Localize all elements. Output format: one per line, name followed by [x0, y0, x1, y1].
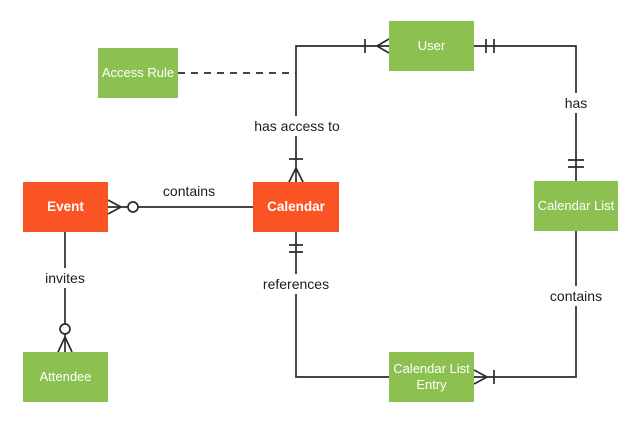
connector-references-calendar-entry [289, 232, 389, 378]
crows-foot-many-icon [376, 38, 390, 54]
double-tick-icon [289, 244, 303, 253]
connector-line [474, 231, 577, 378]
entity-label: Attendee [39, 369, 92, 384]
entity-attendee: Attendee [23, 352, 108, 402]
crows-foot-many-icon [57, 336, 73, 353]
entity-label: Calendar [267, 199, 325, 214]
connector-contains-event-calendar [107, 199, 253, 215]
relationship-label-contains-2: contains [545, 286, 607, 306]
relationship-label-has: has [560, 93, 592, 113]
connector-contains-list-entry [473, 231, 577, 385]
zero-circle-icon [127, 201, 139, 213]
connector-line [474, 45, 577, 181]
entity-event: Event [23, 182, 108, 232]
crows-foot-many-icon [288, 167, 304, 183]
connector-invites-event-attendee [57, 232, 73, 353]
crows-foot-many-icon [473, 369, 488, 385]
entity-access-rule: Access Rule [98, 48, 178, 98]
entity-calendar-list-entry: Calendar List Entry [389, 352, 474, 402]
connector-has-user-calendar-list [474, 39, 584, 181]
connector-has-access-to-calendar-user [288, 38, 390, 183]
entity-label: User [417, 38, 446, 53]
entity-label: Event [47, 199, 84, 214]
entity-calendar: Calendar [253, 182, 339, 232]
connector-line [295, 45, 389, 182]
entity-label: Calendar List Entry [393, 361, 470, 392]
entity-user: User [389, 21, 474, 71]
crows-foot-many-icon [107, 199, 122, 215]
double-tick-icon [568, 159, 584, 168]
relationship-label-invites: invites [41, 268, 89, 288]
relationship-label-references: references [258, 274, 334, 294]
relationship-label-contains: contains [158, 181, 220, 201]
connector-line [295, 232, 389, 378]
relationship-label-has-access-to: has access to [250, 116, 344, 136]
double-tick-icon [485, 39, 495, 53]
zero-circle-icon [59, 323, 71, 335]
entity-calendar-list: Calendar List [534, 181, 618, 231]
entity-label: Calendar List [537, 198, 615, 213]
entity-label: Access Rule [101, 65, 175, 80]
